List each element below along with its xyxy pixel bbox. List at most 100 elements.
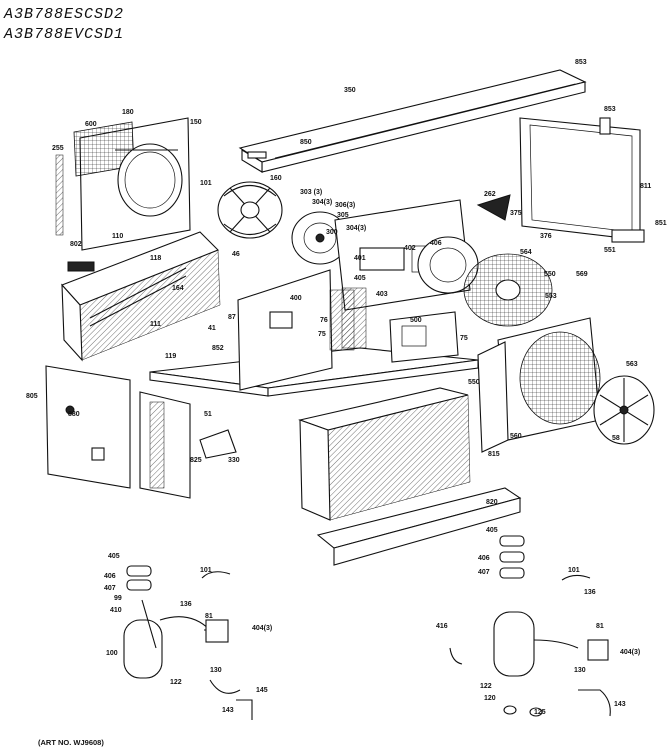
callout-label: 99 [114,595,122,602]
callout-label: 402 [404,245,416,252]
callout-label: 406 [430,240,442,247]
callout-label: 560 [510,433,522,440]
callout-label: 143 [614,701,626,708]
callout-label: 304(3) [346,225,366,232]
callout-label: 81 [596,623,604,630]
callout-label: 802 [70,241,82,248]
callout-label: 401 [354,255,366,262]
callout-label: 130 [210,667,222,674]
callout-label: 406 [104,573,116,580]
callout-label: 76 [320,317,328,324]
front-condenser-coil [298,387,471,521]
side-seal-strip [55,154,64,236]
callout-label: 41 [208,325,216,332]
callout-label: 120 [484,695,496,702]
callout-label: 101 [200,567,212,574]
callout-label: 101 [568,567,580,574]
callout-label: 303 (3) [300,189,322,196]
callout-label: 820 [486,499,498,506]
compressor-left [123,565,253,720]
callout-label: 125 [534,709,546,716]
callout-label: 564 [520,249,532,256]
callout-label: 306(3) [335,202,355,209]
callout-label: 405 [354,275,366,282]
condenser-grille [477,317,601,453]
callout-label: 101 [200,180,212,187]
condenser-fan-blade [593,375,655,445]
callout-label: 550 [544,271,556,278]
callout-label: 87 [228,314,236,321]
callout-label: 375 [510,210,522,217]
callout-label: 164 [172,285,184,292]
callout-label: 551 [604,247,616,254]
callout-label: 815 [488,451,500,458]
callout-label: 75 [460,335,468,342]
callout-label: 805 [26,393,38,400]
model-number-line-1: A3B788ESCSD2 [4,6,125,23]
callout-label: 255 [52,145,64,152]
callout-label: 180 [122,109,134,116]
compressor-right [449,535,611,717]
drain-pan [316,487,522,566]
callout-label: 403 [376,291,388,298]
callout-label: 145 [256,687,268,694]
callout-label: 850 [300,139,312,146]
air-baffle-grille [73,117,191,251]
callout-label: 110 [112,233,123,240]
top-rail-cover [238,69,587,173]
callout-label: 405 [108,553,120,560]
callout-label: 811 [640,183,651,190]
evaporator-fan-wheel [217,181,283,239]
mounting-bracket [476,194,511,221]
callout-label: 118 [150,255,161,262]
callout-label: 136 [180,601,192,608]
callout-label: 150 [190,119,202,126]
callout-label: 58 [612,435,620,442]
callout-label: 400 [290,295,302,302]
callout-label: 407 [478,569,490,576]
callout-label: 119 [165,353,176,360]
art-number: (ART NO. WJ9608) [38,738,104,747]
callout-label: 852 [212,345,224,352]
callout-label: 880 [68,411,80,418]
callout-label: 51 [204,411,212,418]
capacitor-bracket [329,287,367,351]
callout-label: 404(3) [252,625,272,632]
callout-label: 405 [486,527,498,534]
callout-label: 825 [190,457,202,464]
callout-label: 376 [540,233,552,240]
callout-label: 143 [222,707,234,714]
callout-label: 122 [170,679,182,686]
cabinet-side-panel [519,117,645,243]
partition-panel [237,269,333,391]
callout-label: 75 [318,331,326,338]
callout-label: 404(3) [620,649,640,656]
part-number-callouts: 600 180 150 255 802 110 118 164 111 119 … [26,59,667,716]
callout-label: 406 [478,555,490,562]
callout-label: 136 [584,589,596,596]
small-bracket [199,429,237,459]
callout-label: 262 [484,191,496,198]
callout-label: 553 [545,293,557,300]
callout-label: 407 [104,585,116,592]
callout-label: 81 [205,613,213,620]
callout-label: 330 [228,457,240,464]
blower-wheel [463,253,553,327]
callout-label: 853 [604,106,616,113]
callout-label: 300 [326,229,338,236]
evaporator-coil [61,231,221,362]
electrical-box [389,311,459,363]
callout-label: 600 [85,121,97,128]
callout-label: 550 [468,379,480,386]
callout-label: 160 [270,175,282,182]
callout-label: 569 [576,271,588,278]
callout-label: 350 [344,87,356,94]
front-side-panel [45,365,131,489]
callout-label: 853 [575,59,587,66]
callout-label: 410 [110,607,122,614]
callout-label: 305 [337,212,349,219]
callout-label: 130 [574,667,586,674]
vertical-bracket [139,391,191,499]
callout-label: 111 [150,321,161,328]
